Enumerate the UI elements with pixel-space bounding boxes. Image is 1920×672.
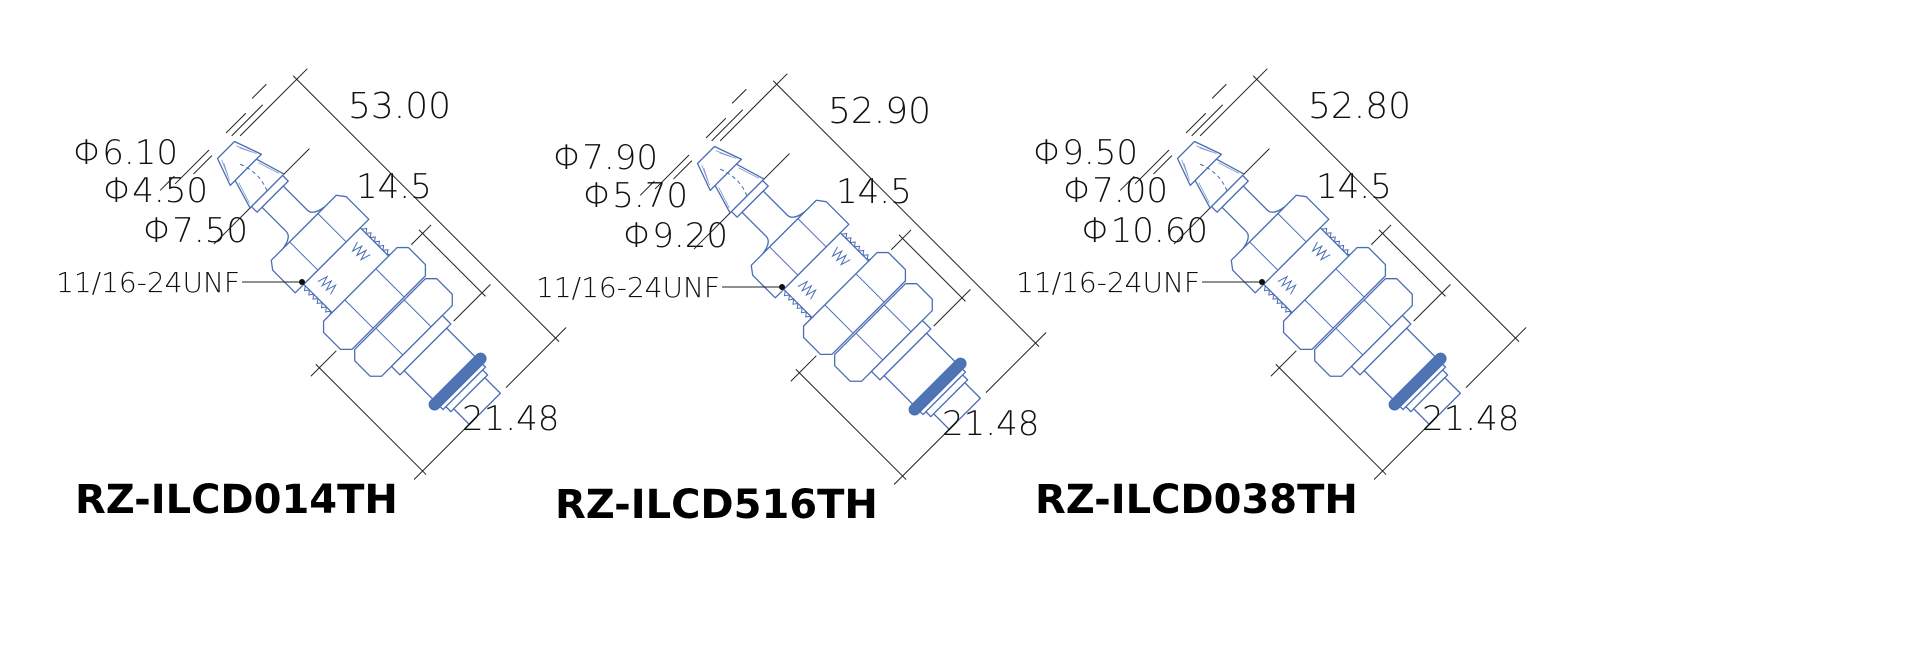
inner-diameter-dimension: Φ7.00 bbox=[1063, 171, 1168, 211]
end-length-dimension: 21.48 bbox=[462, 399, 559, 439]
overall-length-dimension: 53.00 bbox=[348, 86, 451, 127]
stem-diameter-dimension: Φ10.60 bbox=[1081, 211, 1208, 251]
thread-leader-dot bbox=[779, 284, 785, 290]
outer-diameter-dimension: Φ9.50 bbox=[1033, 133, 1138, 173]
thread-spec-label: 11/16-24UNF bbox=[56, 266, 240, 299]
inner-diameter-dimension: Φ5.70 bbox=[583, 176, 688, 216]
nut-length-dimension: 14.5 bbox=[356, 167, 432, 207]
end-length-dimension: 21.48 bbox=[942, 404, 1039, 444]
inner-diameter-dimension: Φ4.50 bbox=[103, 171, 208, 211]
nut-length-dimension: 14.5 bbox=[1316, 167, 1392, 207]
model-title: RZ-ILCD516TH bbox=[555, 482, 878, 528]
thread-leader-dot bbox=[1259, 279, 1265, 285]
thread-spec-label: 11/16-24UNF bbox=[536, 271, 720, 304]
stem-diameter-dimension: Φ9.20 bbox=[623, 216, 728, 256]
end-length-dimension: 21.48 bbox=[1422, 399, 1519, 439]
thread-leader-dot bbox=[299, 279, 305, 285]
thread-spec-label: 11/16-24UNF bbox=[1016, 266, 1200, 299]
stem-diameter-dimension: Φ7.50 bbox=[143, 211, 248, 251]
overall-length-dimension: 52.80 bbox=[1308, 86, 1411, 127]
outer-diameter-dimension: Φ6.10 bbox=[73, 133, 178, 173]
model-title: RZ-ILCD014TH bbox=[75, 477, 398, 523]
overall-length-dimension: 52.90 bbox=[828, 91, 931, 132]
outer-diameter-dimension: Φ7.90 bbox=[553, 138, 658, 178]
model-title: RZ-ILCD038TH bbox=[1035, 477, 1358, 523]
nut-length-dimension: 14.5 bbox=[836, 172, 912, 212]
